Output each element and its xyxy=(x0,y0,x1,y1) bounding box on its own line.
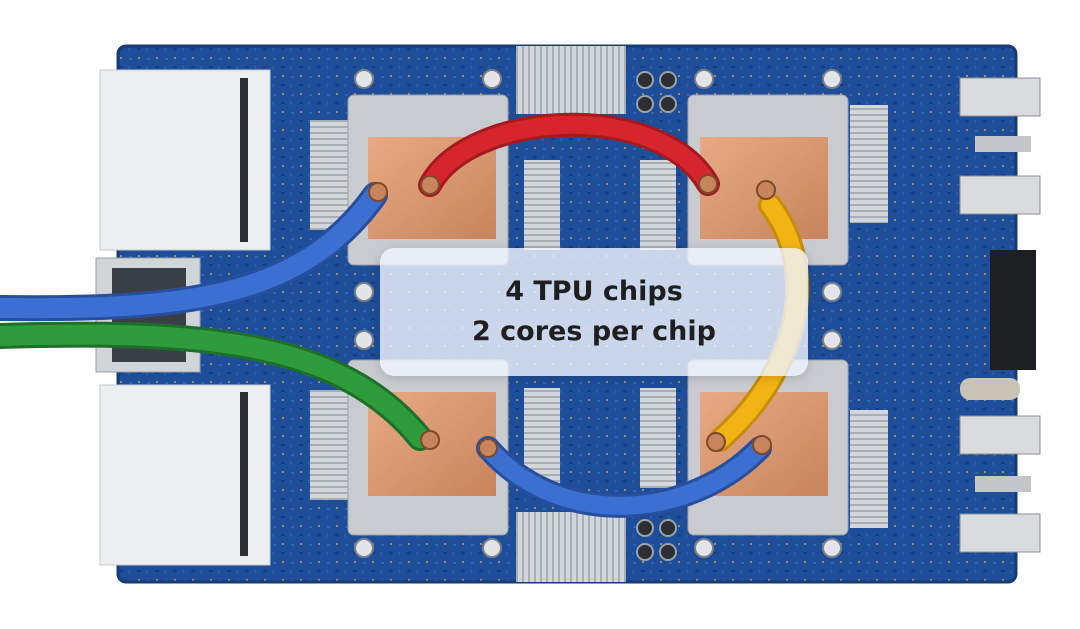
heatsink-right-bottom xyxy=(850,410,888,528)
right-network-connectors xyxy=(959,77,1041,553)
heatsink-center-bottom xyxy=(516,512,626,582)
heatsink-center-top xyxy=(516,46,626,114)
heatsink-left-top xyxy=(310,120,348,230)
caption-line-cores: 2 cores per chip xyxy=(471,316,716,347)
caption-panel: 4 TPU chips 2 cores per chip xyxy=(380,248,808,376)
caption-line-chips: 4 TPU chips xyxy=(505,276,683,307)
heatsink-right-top xyxy=(850,105,888,223)
heatsink-left-bottom xyxy=(310,390,348,500)
